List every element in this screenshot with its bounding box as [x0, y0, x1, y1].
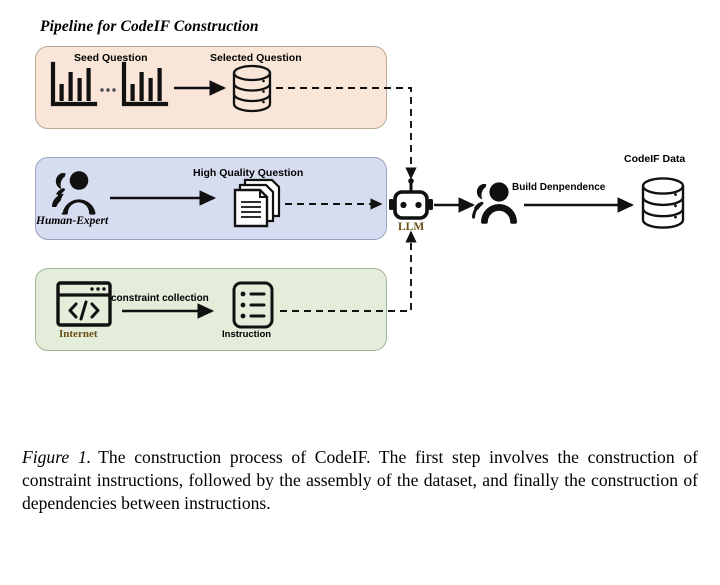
label-llm: LLM — [398, 221, 425, 233]
label-seed-question: Seed Question — [74, 52, 148, 64]
label-instruction: Instruction — [222, 329, 272, 340]
frame-border-top — [22, 13, 696, 15]
pipeline-title: Pipeline for CodeIF Construction — [40, 18, 259, 35]
label-codeif-data: CodeIF Data — [624, 153, 686, 165]
figure-caption: Figure 1.The construction process of Cod… — [22, 446, 698, 515]
label-high-quality-question: High Quality Question — [193, 167, 304, 179]
label-constraint-collection: constraint collection — [111, 293, 209, 304]
label-human-expert: Human-Expert — [36, 215, 109, 227]
frame-border-bottom — [22, 366, 696, 368]
caption-body: The construction process of CodeIF. The … — [22, 447, 699, 514]
frame-border-left — [22, 13, 24, 368]
person-icon — [471, 182, 517, 224]
label-internet: Internet — [59, 328, 98, 340]
caption-figure-label: Figure 1. — [22, 447, 92, 467]
frame-border-right — [694, 13, 696, 368]
label-build-dependence: Build Denpendence — [512, 182, 606, 193]
database-icon-output — [641, 177, 685, 229]
label-selected-question: Selected Question — [210, 52, 302, 64]
robot-icon — [389, 178, 433, 220]
